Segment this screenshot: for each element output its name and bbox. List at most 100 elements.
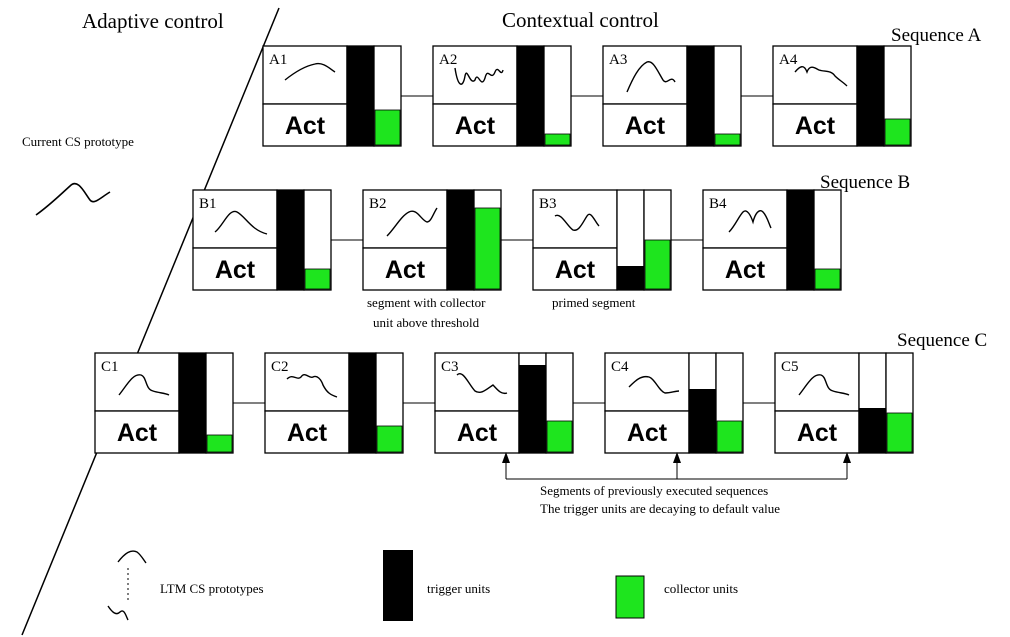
segment-label: B1 xyxy=(199,196,217,212)
legend-trigger-label: trigger units xyxy=(427,581,490,596)
act-label: Act xyxy=(117,419,158,447)
act-box xyxy=(604,410,690,454)
sequence-connectors xyxy=(233,95,775,404)
annotation-b3: primed segment xyxy=(552,295,636,310)
divider-line xyxy=(21,7,280,636)
segment-label: B2 xyxy=(369,196,387,212)
segment-label: A1 xyxy=(269,52,287,68)
curve-hook-icon xyxy=(118,374,170,396)
act-label: Act xyxy=(555,256,596,284)
trigger-unit-fill xyxy=(689,389,716,453)
act-label: Act xyxy=(797,419,838,447)
current-cs-label: Current CS prototype xyxy=(22,134,134,149)
act-label: Act xyxy=(287,419,328,447)
collector-unit-fill xyxy=(716,420,743,453)
act-box xyxy=(774,410,860,454)
segments-layer: A1ActA2ActA3ActA4ActB1ActB2ActB3ActB4Act… xyxy=(94,45,914,454)
segment-image-box xyxy=(262,45,348,105)
annotation-b2-line2: unit above threshold xyxy=(373,315,480,330)
ltm-prototype-top-icon xyxy=(117,550,147,564)
legend-collector-swatch xyxy=(615,575,645,619)
segment-label: C1 xyxy=(101,359,119,375)
segment-image-box xyxy=(702,189,788,249)
adaptive-control-title: Adaptive control xyxy=(82,9,224,33)
segment-label: A4 xyxy=(779,52,798,68)
segment-label: B4 xyxy=(709,196,727,212)
contextual-control-title: Contextual control xyxy=(502,8,659,32)
act-box xyxy=(702,247,788,291)
trigger-unit-fill xyxy=(349,353,376,453)
sequence-b-label: Sequence B xyxy=(820,172,910,193)
collector-unit-fill xyxy=(304,268,331,290)
segment-label: A2 xyxy=(439,52,457,68)
collector-unit-fill xyxy=(374,109,401,146)
collector-unit-fill xyxy=(886,412,913,453)
legend-ltm-label: LTM CS prototypes xyxy=(160,581,264,596)
collector-unit-fill xyxy=(546,420,573,453)
collector-unit-fill xyxy=(544,133,571,146)
curve-bell-icon xyxy=(214,210,268,235)
curve-slope-icon xyxy=(628,375,680,394)
act-label: Act xyxy=(457,419,498,447)
trigger-unit-fill xyxy=(447,190,474,290)
curve-rise-icon xyxy=(284,62,336,81)
sequence-a-label: Sequence A xyxy=(891,25,982,46)
curve-peak-icon xyxy=(626,61,676,93)
segment-label: A3 xyxy=(609,52,627,68)
curve-tail-icon xyxy=(456,373,508,395)
trigger-unit-fill xyxy=(517,46,544,146)
collector-unit-fill xyxy=(474,207,501,290)
trigger-unit-fill xyxy=(857,46,884,146)
trigger-unit-fill xyxy=(519,365,546,453)
act-label: Act xyxy=(625,112,666,140)
curve-bumpy-icon xyxy=(794,66,848,87)
segment-label: C5 xyxy=(781,359,799,375)
segment-image-box xyxy=(604,352,690,412)
trigger-unit-fill xyxy=(347,46,374,146)
curve-hook-icon xyxy=(798,374,850,396)
act-label: Act xyxy=(795,112,836,140)
legend-collector-label: collector units xyxy=(664,581,738,596)
sequence-c-label: Sequence C xyxy=(897,330,987,351)
act-label: Act xyxy=(455,112,496,140)
act-label: Act xyxy=(285,112,326,140)
collector-unit-fill xyxy=(644,239,671,290)
collector-unit-fill xyxy=(714,133,741,146)
trigger-unit-fill xyxy=(617,266,644,290)
segment-label: C2 xyxy=(271,359,289,375)
act-label: Act xyxy=(725,256,766,284)
legend-trigger-swatch xyxy=(383,550,413,621)
act-box xyxy=(532,247,618,291)
segment-image-box xyxy=(264,352,350,412)
ltm-prototype-bottom-icon xyxy=(107,605,129,621)
act-box xyxy=(262,103,348,147)
collector-unit-frame xyxy=(543,45,572,147)
act-box xyxy=(362,247,448,291)
collector-unit-fill xyxy=(884,118,911,146)
segment-label: C3 xyxy=(441,359,459,375)
act-box xyxy=(602,103,688,147)
current-cs-prototype-icon xyxy=(35,182,111,216)
segment-image-box xyxy=(772,45,858,105)
act-box xyxy=(264,410,350,454)
collector-unit-fill xyxy=(814,268,841,290)
act-label: Act xyxy=(627,419,668,447)
trigger-unit-fill xyxy=(859,408,886,453)
curve-squiggle-icon xyxy=(286,374,338,398)
segment-image-box xyxy=(192,189,278,249)
segment-image-box xyxy=(532,189,618,249)
trigger-unit-fill xyxy=(787,190,814,290)
